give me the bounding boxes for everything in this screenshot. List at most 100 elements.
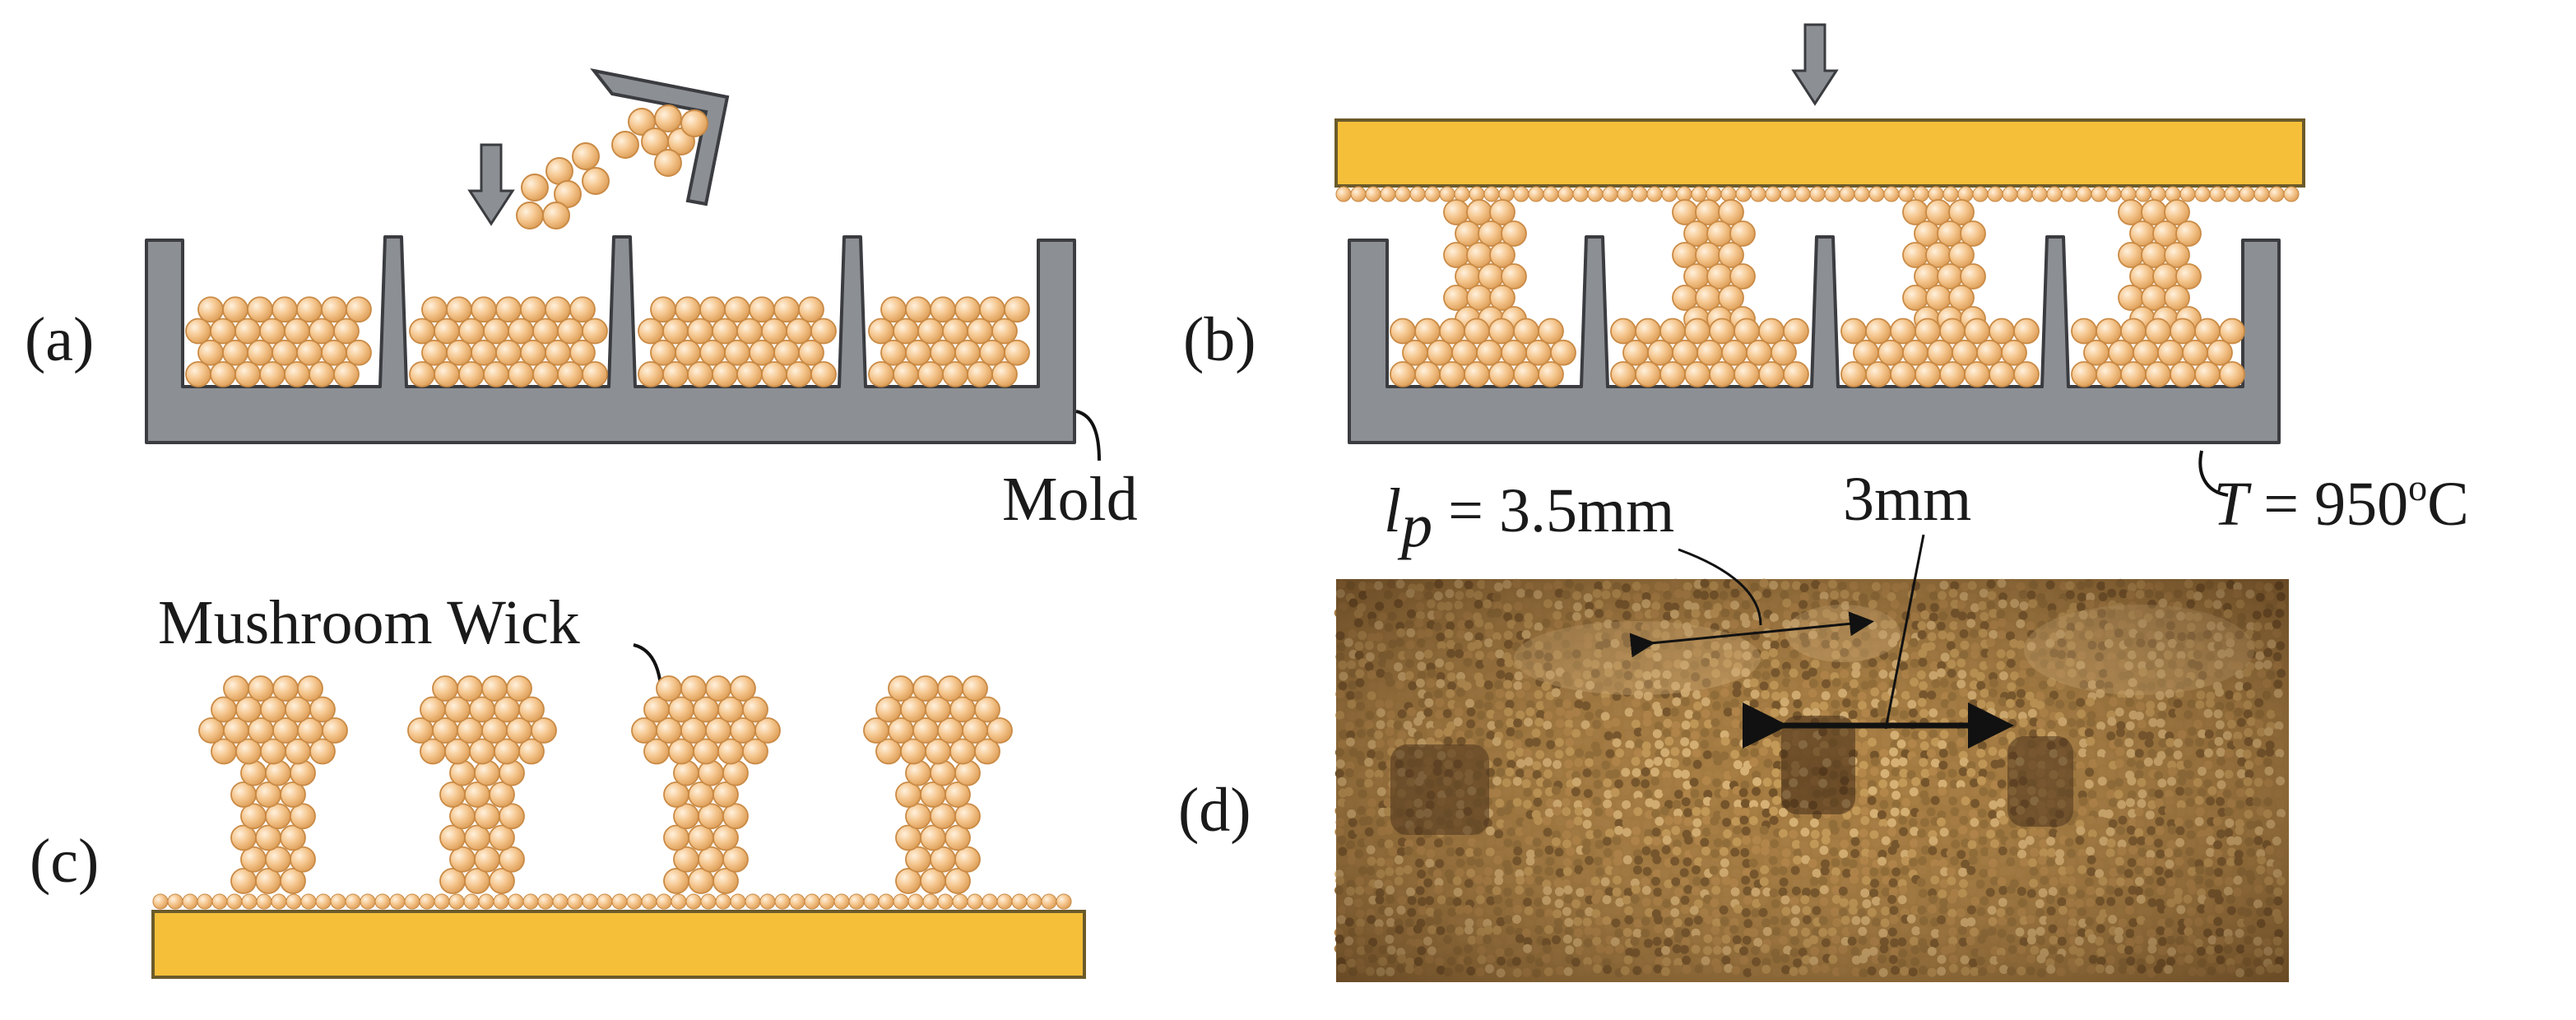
particle — [309, 738, 336, 765]
particle — [786, 318, 812, 345]
particle — [1513, 361, 1539, 387]
particle — [699, 339, 726, 366]
particle — [272, 675, 299, 702]
particle — [421, 339, 448, 366]
particle — [1771, 339, 1797, 366]
particle — [724, 339, 750, 366]
particle — [1489, 285, 1515, 311]
particle — [522, 893, 539, 910]
particle — [937, 675, 963, 702]
particle — [434, 318, 460, 345]
particle — [1865, 361, 1891, 387]
particle — [749, 339, 775, 366]
particle — [954, 846, 981, 873]
particle — [1868, 186, 1885, 202]
particle — [1635, 318, 1661, 345]
particle — [2219, 318, 2245, 345]
particle — [996, 893, 1013, 910]
particle — [2046, 186, 2063, 202]
particle — [905, 296, 931, 323]
panel-c: (c) Mushroom Wick — [30, 588, 1086, 979]
particle — [1729, 263, 1756, 290]
particle — [1380, 186, 1396, 202]
particle — [1525, 339, 1552, 366]
particle — [724, 296, 750, 323]
particle — [309, 361, 335, 387]
particle — [1865, 318, 1891, 345]
powder-fill-b — [1390, 318, 2245, 387]
particle — [234, 318, 261, 345]
particle — [1635, 361, 1661, 387]
particle — [197, 893, 213, 910]
particle — [1572, 186, 1589, 202]
particle — [449, 759, 476, 786]
particle — [280, 781, 306, 808]
particle — [1898, 186, 1915, 202]
particle — [868, 361, 894, 387]
particle — [868, 318, 894, 345]
particle — [542, 202, 570, 230]
particle — [2179, 186, 2196, 202]
particle — [1501, 263, 1527, 290]
particle — [309, 318, 335, 345]
particle — [893, 361, 919, 387]
particle — [611, 131, 639, 159]
particle — [234, 361, 261, 387]
particle — [712, 824, 739, 851]
particle — [656, 893, 672, 910]
particle — [210, 361, 236, 387]
particle — [272, 339, 298, 366]
particle — [330, 893, 346, 910]
particle — [1765, 186, 1781, 202]
particle — [680, 109, 708, 137]
particle — [567, 893, 583, 910]
particle — [722, 846, 749, 873]
particle — [1854, 186, 1870, 202]
particle — [471, 296, 497, 323]
particle — [296, 296, 323, 323]
particle — [730, 893, 746, 910]
particle — [458, 361, 485, 387]
particle — [495, 296, 522, 323]
particle — [2091, 186, 2107, 202]
particle — [1659, 318, 1686, 345]
particle — [1960, 263, 1986, 290]
particle — [982, 893, 998, 910]
particle — [1004, 339, 1030, 366]
particle — [471, 339, 497, 366]
particle — [518, 738, 545, 765]
particle — [2083, 339, 2110, 366]
particle — [1464, 318, 1490, 345]
particle — [942, 318, 968, 345]
particle — [804, 893, 820, 910]
particle — [1513, 318, 1539, 345]
particle — [582, 167, 610, 195]
particle — [2105, 186, 2122, 202]
particle — [2283, 186, 2300, 202]
pitch-sub: p — [1397, 491, 1432, 560]
particle — [1684, 361, 1710, 387]
particle — [761, 318, 787, 345]
particle — [1948, 285, 1975, 311]
particle — [2076, 186, 2092, 202]
particle — [1729, 220, 1756, 247]
particle — [1409, 186, 1426, 202]
panel-d-label: (d) — [1178, 776, 1251, 845]
particle — [185, 318, 211, 345]
particle — [499, 803, 525, 830]
particle — [1976, 339, 2003, 366]
particle — [2219, 361, 2245, 387]
mold-a — [145, 235, 1076, 444]
particle — [1758, 318, 1785, 345]
particle — [463, 893, 480, 910]
particle — [248, 675, 274, 702]
powder-layer-b — [1335, 186, 2300, 202]
particle — [545, 339, 571, 366]
particle — [2120, 361, 2147, 387]
particle — [1718, 242, 1744, 268]
particle — [1365, 186, 1381, 202]
particle — [954, 339, 981, 366]
particle — [569, 339, 596, 366]
particle — [1439, 186, 1455, 202]
particle — [1587, 186, 1604, 202]
